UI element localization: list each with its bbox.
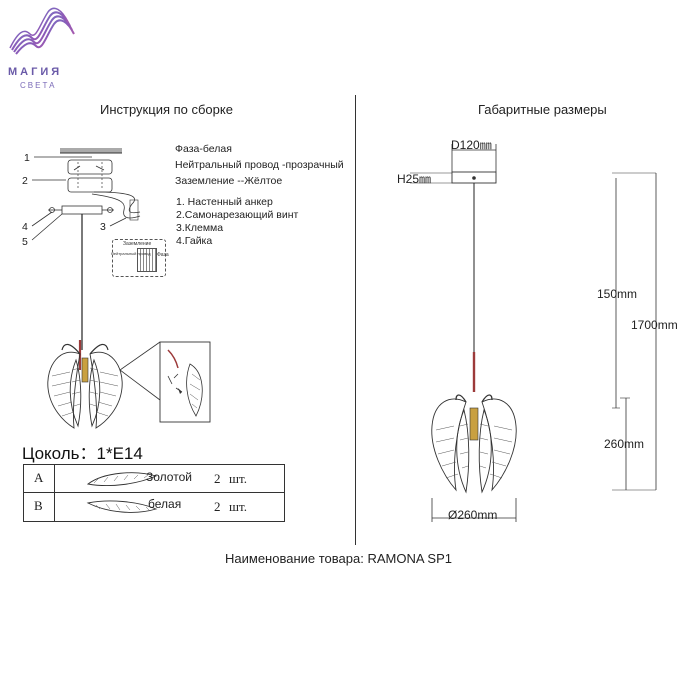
logo-name: МАГИЯ bbox=[8, 66, 63, 78]
row-a-qty: 2 bbox=[214, 471, 221, 486]
terminal-phase-label: Фаза bbox=[157, 252, 169, 258]
logo-subtitle: СВЕТА bbox=[20, 81, 57, 90]
mounting-assembly-diagram bbox=[31, 148, 141, 370]
wire-note-ground: Заземление --Жёлтое bbox=[175, 175, 283, 187]
logo-wave-icon bbox=[9, 7, 75, 55]
leaf-gold-icon bbox=[86, 472, 158, 486]
canopy-diameter-label: D120㎜ bbox=[451, 138, 492, 152]
row-b-qty: 2 bbox=[214, 499, 221, 514]
terminal-ground-label: Заземление bbox=[123, 241, 152, 247]
socket-label: Цоколь：1*E14 bbox=[22, 444, 143, 463]
body-height-label: 260mm bbox=[604, 437, 645, 451]
callout-1: 1 bbox=[24, 152, 30, 164]
row-a-unit: шт. bbox=[229, 471, 247, 486]
callout-4: 4 bbox=[22, 221, 28, 233]
center-divider bbox=[355, 95, 356, 545]
parts-table: A Золотой 2 шт. B белая 2 шт. bbox=[23, 464, 285, 522]
part-anchor: 1. Настенный анкер bbox=[176, 196, 273, 208]
row-b-unit: шт. bbox=[229, 499, 247, 514]
callout-5: 5 bbox=[22, 236, 28, 248]
leaf-detail-inset bbox=[120, 341, 211, 423]
wire-note-neutral: Нейтральный провод -прозрачный bbox=[175, 159, 344, 171]
row-b-letter: B bbox=[34, 498, 43, 513]
terminal-block-icon bbox=[137, 248, 157, 272]
total-height-label: 1700mm bbox=[631, 318, 678, 332]
assembly-title: Инструкция по сборке bbox=[100, 102, 233, 117]
part-screw: 2.Самонарезающий винт bbox=[176, 209, 299, 221]
part-terminal: 3.Клемма bbox=[176, 222, 224, 234]
terminal-neutral-label: Нейтральный провод bbox=[111, 252, 151, 257]
terminal-block-inset: Заземление Нейтральный провод Фаза bbox=[111, 239, 169, 277]
product-name: Наименование товара: RAMONA SP1 bbox=[225, 551, 452, 566]
length-150-label: 150mm bbox=[597, 287, 638, 301]
table-col-divider bbox=[54, 465, 55, 521]
part-nut: 4.Гайка bbox=[176, 235, 213, 247]
wire-note-phase: Фаза-белая bbox=[175, 143, 232, 155]
table-row-divider bbox=[24, 492, 284, 493]
row-a-color: Золотой bbox=[146, 470, 192, 484]
shade-diameter-label: Ø260mm bbox=[448, 508, 498, 522]
row-a-letter: A bbox=[34, 470, 44, 485]
row-b-color: белая bbox=[148, 497, 182, 511]
lamp-illustration bbox=[47, 343, 123, 429]
leaf-white-icon bbox=[86, 500, 158, 513]
dimension-drawing bbox=[410, 144, 657, 522]
callout-2: 2 bbox=[22, 175, 28, 187]
callout-3: 3 bbox=[100, 221, 106, 233]
dimensions-title: Габаритные размеры bbox=[478, 102, 607, 117]
canopy-height-label: H25㎜ bbox=[397, 172, 432, 186]
